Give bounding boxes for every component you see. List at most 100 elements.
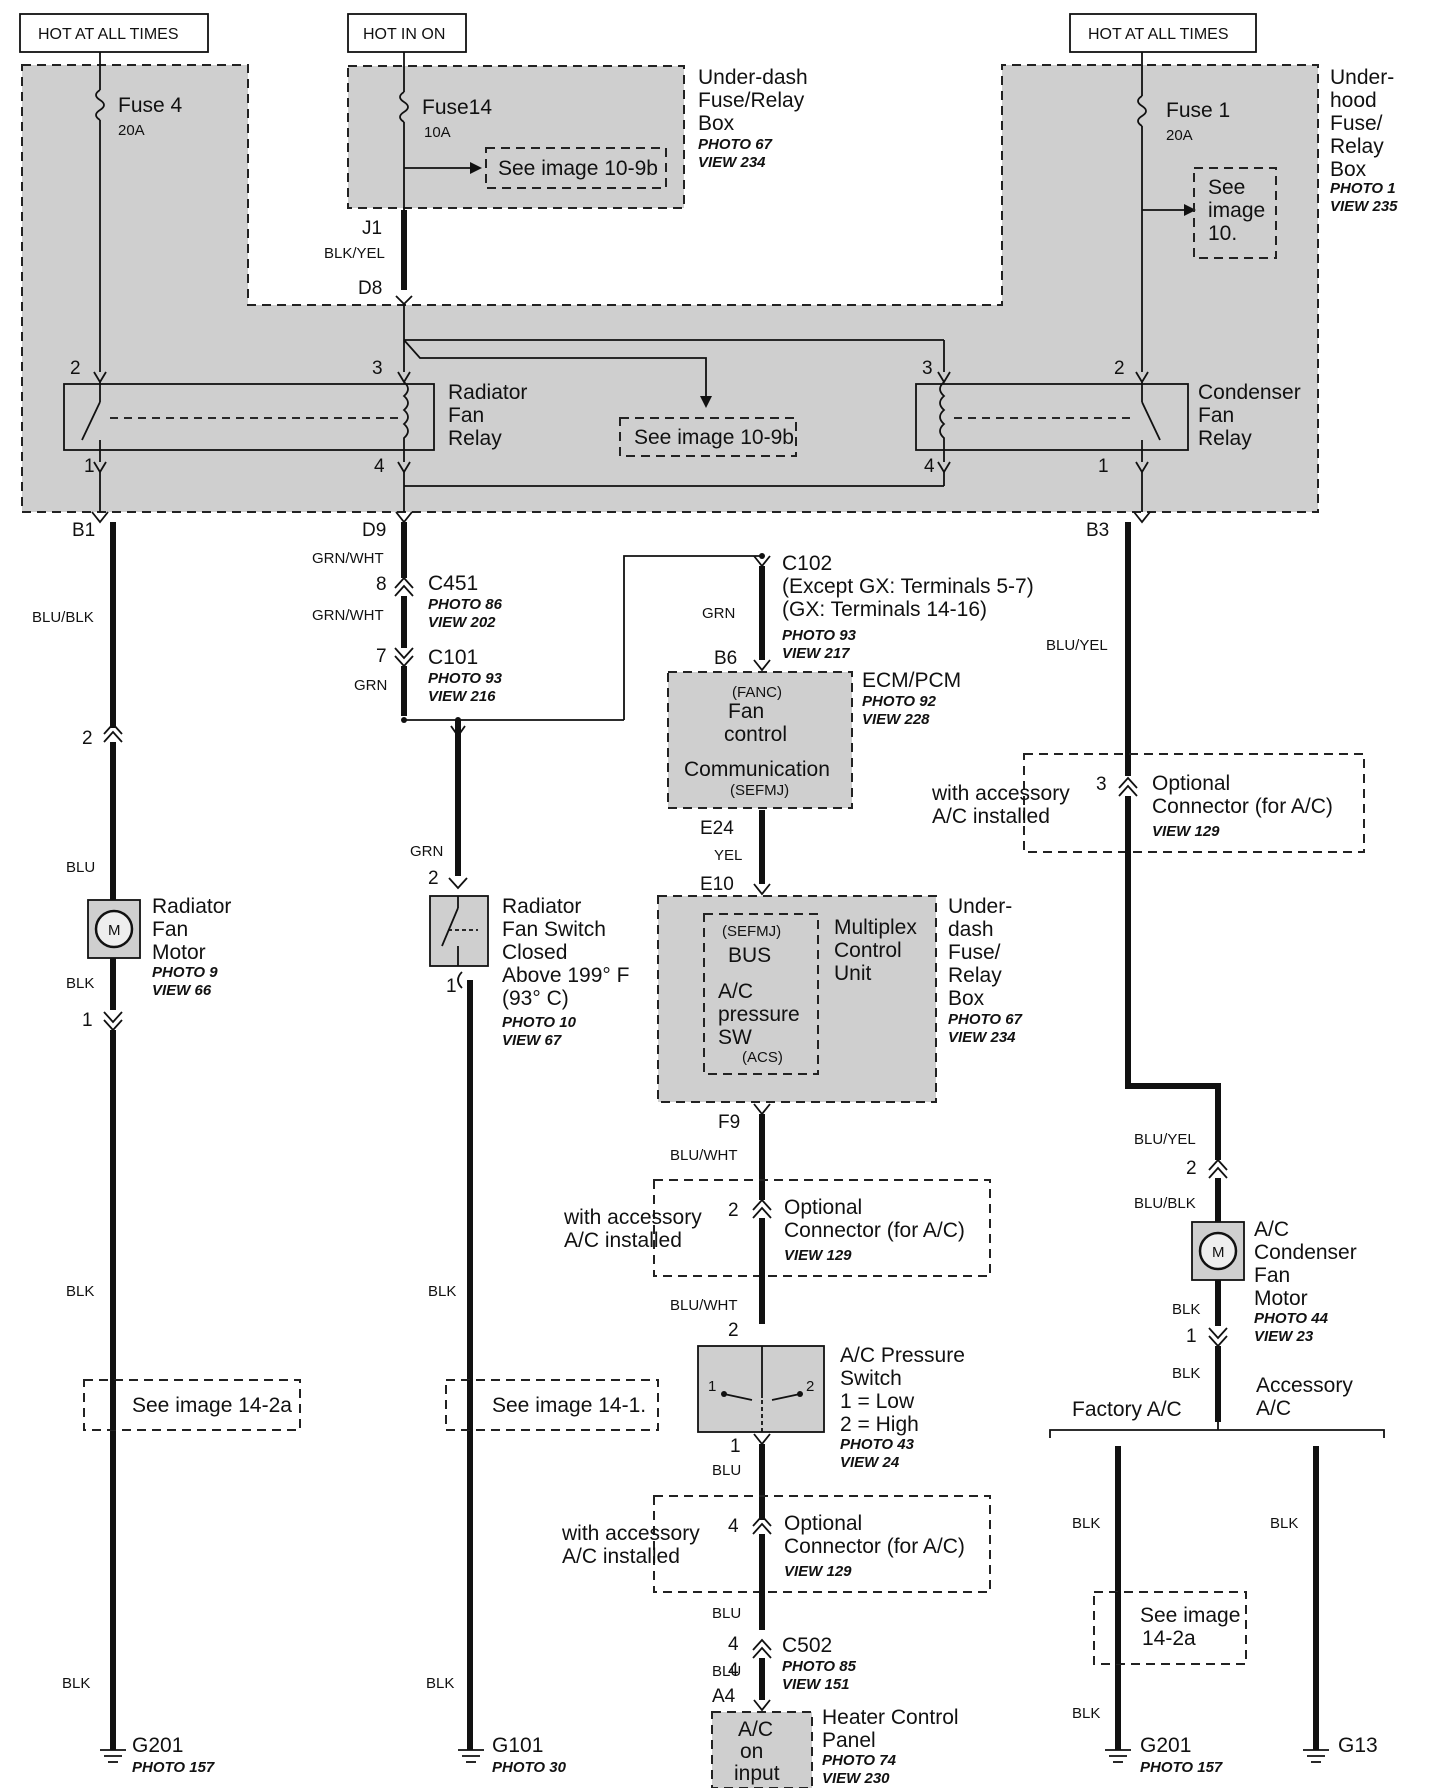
- rad-switch-view: VIEW 67: [502, 1032, 562, 1049]
- mux-sw: SW: [718, 1026, 752, 1049]
- terminal-E24: E24: [700, 818, 734, 839]
- wire-blu-wht-1: BLU/WHT: [670, 1147, 738, 1164]
- opt-mid1-name1: Optional: [784, 1196, 862, 1219]
- wire-blk-r1: BLK: [1172, 1301, 1200, 1318]
- ground-g101-photo: PHOTO 30: [492, 1759, 567, 1776]
- c102-photo: PHOTO 93: [782, 627, 857, 644]
- see-10-right-l3: 10.: [1208, 222, 1237, 245]
- ground-g201-left-icon: [100, 1749, 126, 1763]
- mux-ac: A/C: [718, 980, 753, 1003]
- rad-relay-l2: Fan: [448, 404, 484, 427]
- cond-motor-pin1: 1: [1186, 1326, 1197, 1347]
- ac-sw-l3: 1 = Low: [840, 1390, 915, 1413]
- rad-relay-pin3: 3: [372, 358, 383, 379]
- motor-left-pin2: 2: [82, 728, 93, 749]
- terminal-F9: F9: [718, 1112, 740, 1133]
- ground-g201-left: G201: [132, 1734, 183, 1757]
- rad-relay-pin4: 4: [374, 456, 385, 477]
- opt-mid2-view: VIEW 129: [784, 1563, 852, 1580]
- ground-g13: G13: [1338, 1734, 1378, 1757]
- ref-mid: See image 14-1.: [492, 1394, 646, 1417]
- mux-box-l1: Under-: [948, 895, 1012, 918]
- fuse14-label: Fuse14: [422, 96, 492, 119]
- underhood-l2: hood: [1330, 89, 1377, 112]
- rad-motor-view: VIEW 66: [152, 982, 212, 999]
- wire-blu-yel-1: BLU/YEL: [1046, 637, 1108, 654]
- wire-blu-left: BLU: [66, 859, 95, 876]
- underhood-dash-region: [22, 65, 1318, 512]
- opt-right-pin: 3: [1096, 774, 1107, 795]
- fuse1-rating: 20A: [1166, 127, 1193, 144]
- ac-sw-p2: 2: [806, 1378, 814, 1395]
- fuse14-box: [348, 66, 684, 208]
- wire-grn-wht-2: GRN/WHT: [312, 607, 384, 624]
- opt-mid1-name2: Connector (for A/C): [784, 1219, 965, 1242]
- wire-blu-wht-2: BLU/WHT: [670, 1297, 738, 1314]
- wire-grn-1: GRN: [354, 677, 387, 694]
- rad-relay-pin2: 2: [70, 358, 81, 379]
- ac-sw-l4: 2 = High: [840, 1413, 919, 1436]
- heater-l1: Heater Control: [822, 1706, 959, 1729]
- c101-name: C101: [428, 646, 478, 669]
- heater-in1: A/C: [738, 1718, 773, 1741]
- terminal-D8: D8: [358, 278, 382, 299]
- wire-blu-yel-2: BLU/YEL: [1134, 1131, 1196, 1148]
- header-mid: HOT IN ON: [363, 26, 445, 43]
- ground-g101-icon: [458, 1749, 484, 1763]
- ecm-name: ECM/PCM: [862, 669, 961, 692]
- ac-sw-pin2: 2: [728, 1320, 739, 1341]
- c502-pin2: 4: [728, 1660, 739, 1681]
- mux-sefmj: (SEFMJ): [722, 923, 781, 940]
- wire-blk-left-2: BLK: [66, 1283, 94, 1300]
- wire-blk-r2: BLK: [1172, 1365, 1200, 1382]
- terminal-J1: J1: [362, 218, 382, 239]
- mux-bus: BUS: [728, 944, 771, 967]
- c101-pin: 7: [376, 646, 387, 667]
- opt-right-name1: Optional: [1152, 772, 1230, 795]
- mux-mc1: Multiplex: [834, 916, 917, 939]
- ac-sw-l2: Switch: [840, 1367, 902, 1390]
- terminal-A4: A4: [712, 1686, 736, 1707]
- terminal-B6: B6: [714, 648, 737, 669]
- fuse4-label: Fuse 4: [118, 94, 183, 117]
- underhood-l5: Box: [1330, 158, 1367, 181]
- rad-motor-l3: Motor: [152, 941, 206, 964]
- terminal-D9: D9: [362, 520, 386, 541]
- ground-g101: G101: [492, 1734, 543, 1757]
- ecm-fanc: (FANC): [732, 684, 782, 701]
- cond-relay-pin3: 3: [922, 358, 933, 379]
- c101-view: VIEW 216: [428, 688, 496, 705]
- heater-l2: Panel: [822, 1729, 876, 1752]
- ecm-fan: Fan: [728, 700, 764, 723]
- heater-in3: input: [734, 1762, 780, 1785]
- opt-right-acc1: with accessory: [931, 782, 1070, 805]
- wire-blk-r4: BLK: [1270, 1515, 1298, 1532]
- mux-acs: (ACS): [742, 1049, 783, 1066]
- wire-grn-3: GRN: [702, 605, 735, 622]
- rad-switch-l5: (93° C): [502, 987, 569, 1010]
- rad-motor-l1: Radiator: [152, 895, 231, 918]
- cond-motor-view: VIEW 23: [1254, 1328, 1314, 1345]
- rad-motor-l2: Fan: [152, 918, 188, 941]
- wire-blu-blk-left: BLU/BLK: [32, 609, 94, 626]
- underdash-top-l2: Fuse/Relay: [698, 89, 805, 112]
- ref-right-l1: See image: [1140, 1604, 1240, 1627]
- switch-pin1: 1: [446, 976, 457, 997]
- opt-right-acc2: A/C installed: [932, 805, 1050, 828]
- ground-g201-right-icon: [1105, 1749, 1131, 1763]
- wire-blk-r3: BLK: [1072, 1515, 1100, 1532]
- rad-switch-photo: PHOTO 10: [502, 1014, 577, 1031]
- mux-box-l3: Fuse/: [948, 941, 1001, 964]
- mux-box-l5: Box: [948, 987, 985, 1010]
- cond-motor-symbol: M: [1212, 1244, 1225, 1261]
- c101-photo: PHOTO 93: [428, 670, 503, 687]
- underhood-l1: Under-: [1330, 66, 1394, 89]
- wire-blu-2: BLU: [712, 1605, 741, 1622]
- underhood-l4: Relay: [1330, 135, 1384, 158]
- rad-switch-l4: Above 199° F: [502, 964, 629, 987]
- switch-pin2: 2: [428, 868, 439, 889]
- ac-sw-p1: 1: [708, 1378, 716, 1395]
- opt-mid1-acc1: with accessory: [563, 1206, 702, 1229]
